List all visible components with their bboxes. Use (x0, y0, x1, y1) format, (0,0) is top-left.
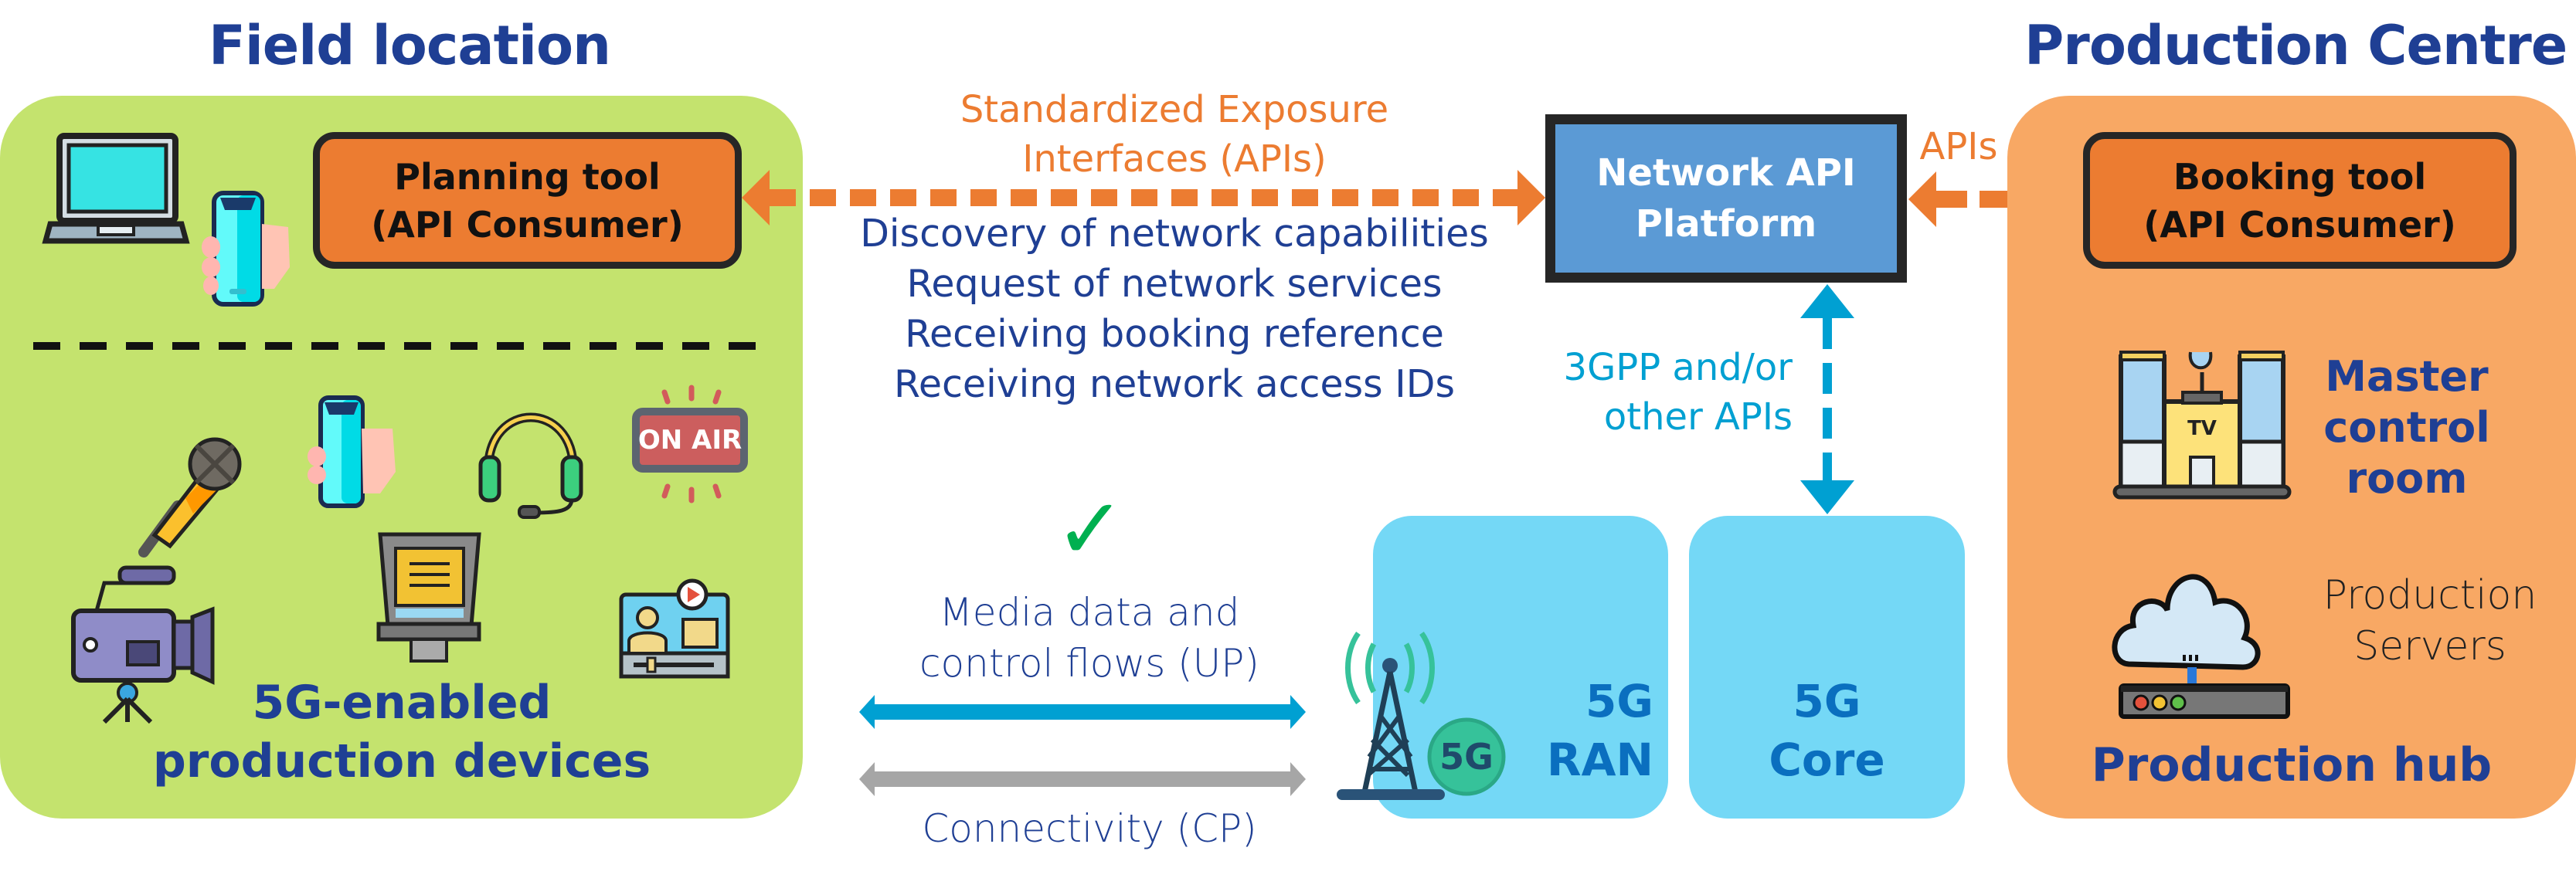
phone-in-hand-icon (308, 395, 396, 508)
tv-station-building-icon (2112, 351, 2292, 500)
planning-tool-label: Planning tool (394, 155, 661, 198)
ran-label-line1: 5G (1585, 675, 1653, 727)
exposure-title-line1: Standardized Exposure (960, 88, 1389, 131)
api-function-item: Receiving booking reference (905, 312, 1444, 356)
ran-label: 5G RAN (1522, 672, 1653, 789)
ran-box[interactable] (1373, 516, 1668, 819)
user-plane-label-line1: Media data and (939, 590, 1240, 635)
on-air-rays-icon (661, 385, 722, 503)
exposure-api-arrow (742, 170, 1545, 225)
network-api-label: Network API (1596, 151, 1856, 195)
video-camera-icon (71, 565, 215, 724)
microphone-icon (138, 437, 242, 558)
booking-tool-sublabel: (API Consumer) (2143, 203, 2456, 246)
mcr-label-line1: Master (2325, 352, 2489, 401)
production-centre-heading: Production Centre (2024, 14, 2568, 77)
cell-tower-icon (1337, 631, 1506, 800)
teleprompter-icon (376, 532, 481, 663)
laptop-icon (42, 133, 190, 244)
booking-tool-label: Booking tool (2173, 155, 2427, 198)
control-plane-arrow (859, 762, 1306, 796)
user-plane-label: Media data and control flows (UP) (858, 587, 1321, 689)
on-air-text: ON AIR (637, 425, 743, 456)
api-function-item: Receiving network access IDs (893, 362, 1455, 406)
servers-label-line2: Servers (2353, 623, 2506, 670)
tv-sign: TV (2187, 417, 2217, 440)
check-icon: ✓ (1055, 480, 1127, 578)
devices-label: 5G-enabled production devices (93, 673, 711, 791)
southbound-api-arrow (1800, 284, 1854, 514)
user-plane-arrow (859, 695, 1306, 729)
on-air-sign-icon: ON AIR (632, 408, 748, 473)
mcr-label-line3: room (2346, 454, 2468, 503)
user-plane-label-line2: control flows (UP) (919, 641, 1259, 686)
production-servers-label: Production Servers (2302, 570, 2557, 672)
ran-label-line2: RAN (1546, 734, 1653, 786)
core-label-line2: Core (1769, 734, 1885, 786)
core-box[interactable] (1689, 516, 1965, 819)
mcr-label-line2: control (2323, 403, 2490, 452)
headset-icon (478, 412, 583, 519)
ran-5g-badge: 5G (1439, 736, 1494, 778)
planning-tool-box[interactable]: Planning tool (API Consumer) (313, 132, 742, 269)
apis-label: APIs (1919, 125, 1998, 168)
dashed-divider (33, 342, 763, 350)
network-api-platform-box[interactable]: Network API Platform (1545, 114, 1907, 283)
core-label-line1: 5G (1793, 675, 1861, 727)
production-hub-label: Production hub (2091, 738, 2493, 792)
master-control-room-label: Master control room (2310, 351, 2503, 504)
servers-label-line1: Production (2323, 572, 2537, 619)
core-label: 5G Core (1689, 672, 1965, 789)
phone-in-hand-icon (202, 191, 290, 307)
field-location-heading: Field location (209, 14, 611, 77)
exposure-interfaces-label: Standardized Exposure Interfaces (APIs) (850, 85, 1499, 184)
api-function-item: Request of network services (906, 262, 1443, 306)
devices-label-line1: 5G-enabled (252, 676, 552, 730)
planning-tool-sublabel: (API Consumer) (371, 203, 684, 246)
network-api-sublabel: Platform (1635, 202, 1817, 246)
devices-label-line2: production devices (152, 734, 651, 788)
booking-tool-box[interactable]: Booking tool (API Consumer) (2083, 132, 2517, 269)
video-presenter-icon (619, 578, 730, 679)
exposure-title-line2: Interfaces (APIs) (1022, 137, 1327, 181)
southbound-api-label: 3GPP and/or other APIs (1514, 343, 1793, 442)
api-function-item: Discovery of network capabilities (860, 212, 1489, 256)
southbound-label-line1: 3GPP and/or (1563, 346, 1793, 389)
control-plane-label: Connectivity (CP) (922, 806, 1257, 851)
southbound-label-line2: other APIs (1603, 395, 1793, 439)
api-functions-list: Discovery of network capabilities Reques… (819, 208, 1530, 409)
cloud-server-icon (2112, 574, 2290, 719)
